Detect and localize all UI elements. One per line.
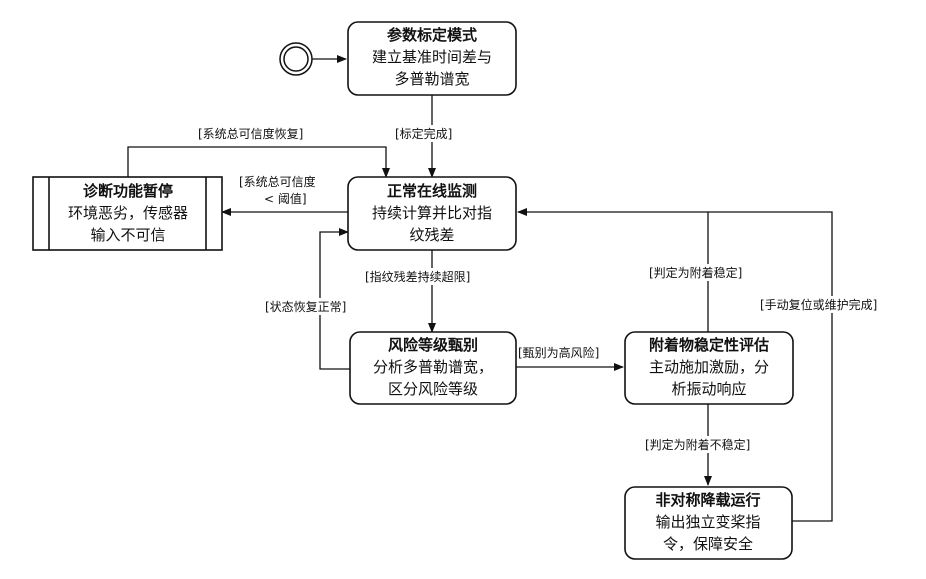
- node-diagnosis-paused-line1: 环境恶劣，传感器: [68, 204, 188, 222]
- node-attachment-eval-line2: 析振动响应: [671, 380, 746, 398]
- node-asymmetric-derating-line2: 令，保障安全: [663, 535, 753, 553]
- node-risk-grading-line1: 分析多普勒谱宽，: [373, 358, 493, 376]
- node-calibration: 参数标定模式 建立基准时间差与 多普勒谱宽: [348, 22, 516, 95]
- node-attachment-eval-line1: 主动施加激励，分: [649, 358, 769, 376]
- node-calibration-line2: 多普勒谱宽: [394, 70, 469, 88]
- node-calibration-title: 参数标定模式: [387, 26, 477, 44]
- edge-label-reliability-restored: [系统总可信度恢复]: [198, 126, 303, 141]
- edge-label-judged-stable: [判定为附着稳定]: [649, 265, 742, 280]
- edge-label-calibration-done: [标定完成]: [395, 126, 452, 141]
- node-diagnosis-paused-line2: 输入不可信: [90, 226, 165, 244]
- node-attachment-eval: 附着物稳定性评估 主动施加激励，分 析振动响应: [625, 332, 793, 404]
- node-monitoring-title: 正常在线监测: [387, 182, 477, 200]
- edge-label-high-risk: [甄别为高风险]: [518, 345, 599, 360]
- node-asymmetric-derating-line1: 输出独立变桨指: [655, 513, 760, 531]
- initial-state: [280, 43, 312, 75]
- node-calibration-line1: 建立基准时间差与: [372, 48, 492, 66]
- node-diagnosis-paused-title: 诊断功能暂停: [83, 182, 173, 200]
- node-risk-grading: 风险等级甄别 分析多普勒谱宽， 区分风险等级: [350, 332, 516, 404]
- edge-label-reliability-low-line2: < 阈值]: [264, 191, 307, 206]
- node-diagnosis-paused: 诊断功能暂停 环境恶劣，传感器 输入不可信: [33, 177, 222, 250]
- node-monitoring-line1: 持续计算并比对指: [372, 204, 492, 222]
- edge-label-manual-reset: [手动复位或维护完成]: [760, 297, 877, 312]
- edge-label-residual-exceeded: [指纹残差持续超限]: [365, 269, 470, 284]
- edge-label-reliability-low-line1: [系统总可信度: [239, 174, 316, 189]
- edge-label-state-normal: [状态恢复正常]: [265, 300, 346, 314]
- node-monitoring-line2: 纹残差: [409, 226, 454, 244]
- node-asymmetric-derating-title: 非对称降载运行: [655, 491, 760, 509]
- node-risk-grading-line2: 区分风险等级: [388, 380, 478, 398]
- node-monitoring: 正常在线监测 持续计算并比对指 纹残差: [348, 177, 516, 250]
- node-asymmetric-derating: 非对称降载运行 输出独立变桨指 令，保障安全: [625, 487, 792, 559]
- edge-restored-to-monitoring: [128, 147, 386, 177]
- edge-label-judged-unstable: [判定为附着不稳定]: [645, 437, 750, 452]
- node-attachment-eval-title: 附着物稳定性评估: [649, 336, 769, 354]
- node-risk-grading-title: 风险等级甄别: [388, 336, 478, 354]
